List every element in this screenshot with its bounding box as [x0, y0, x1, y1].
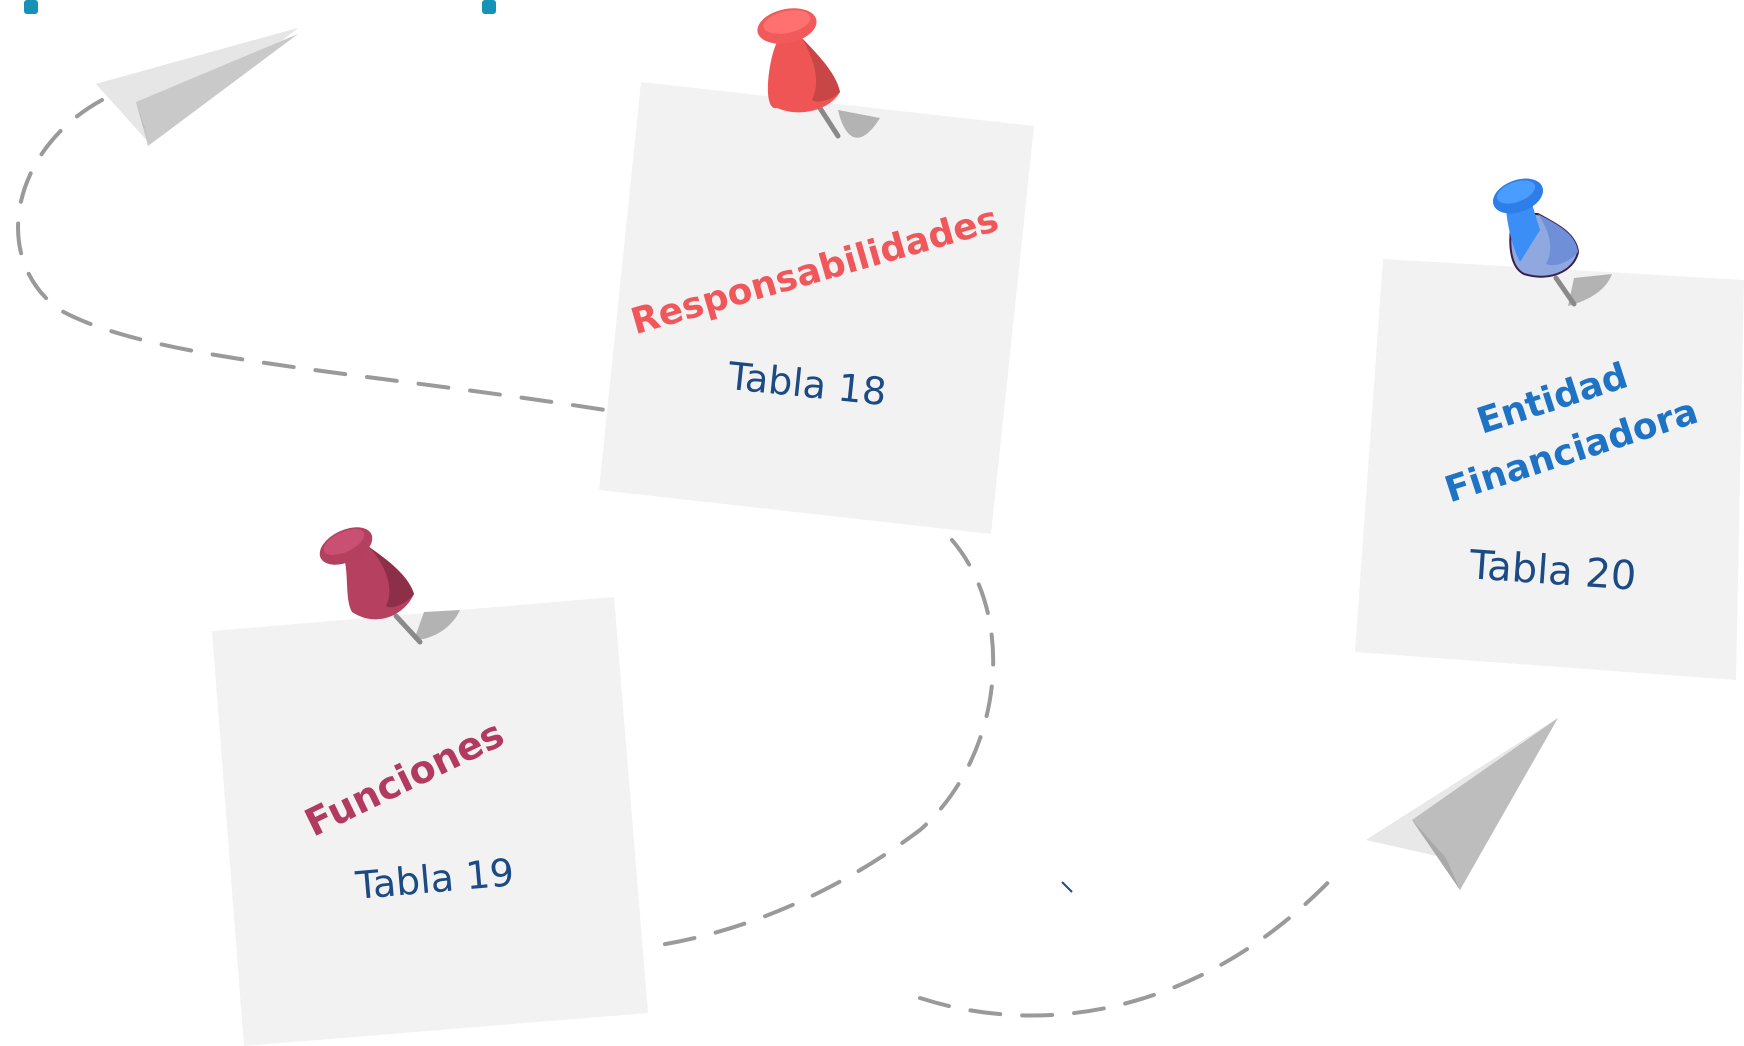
corner-mark-right [482, 0, 496, 14]
note-paper [1355, 259, 1744, 680]
push-pin-icon [757, 8, 880, 139]
connection-path [16, 98, 1342, 1018]
note-responsabilidades: Responsabilidades Tabla 18 [599, 8, 1034, 534]
paper-plane-icon [96, 28, 298, 146]
push-pin-icon [319, 527, 460, 645]
path-to-plane-2 [918, 868, 1342, 1018]
note-paper [212, 597, 648, 1046]
note-funciones: Funciones Tabla 19 [212, 527, 648, 1046]
note-paper [599, 82, 1034, 534]
path-plane-to-note-1 [16, 98, 607, 412]
paper-plane-icon [1366, 718, 1558, 890]
path-arrow-mark [1061, 881, 1073, 893]
note-entidad-financiadora: Entidad Financiadora Tabla 20 [1355, 178, 1744, 680]
path-note-1-to-note-2 [658, 538, 996, 947]
push-pin-icon [1492, 178, 1612, 307]
corner-mark-left [24, 0, 38, 14]
